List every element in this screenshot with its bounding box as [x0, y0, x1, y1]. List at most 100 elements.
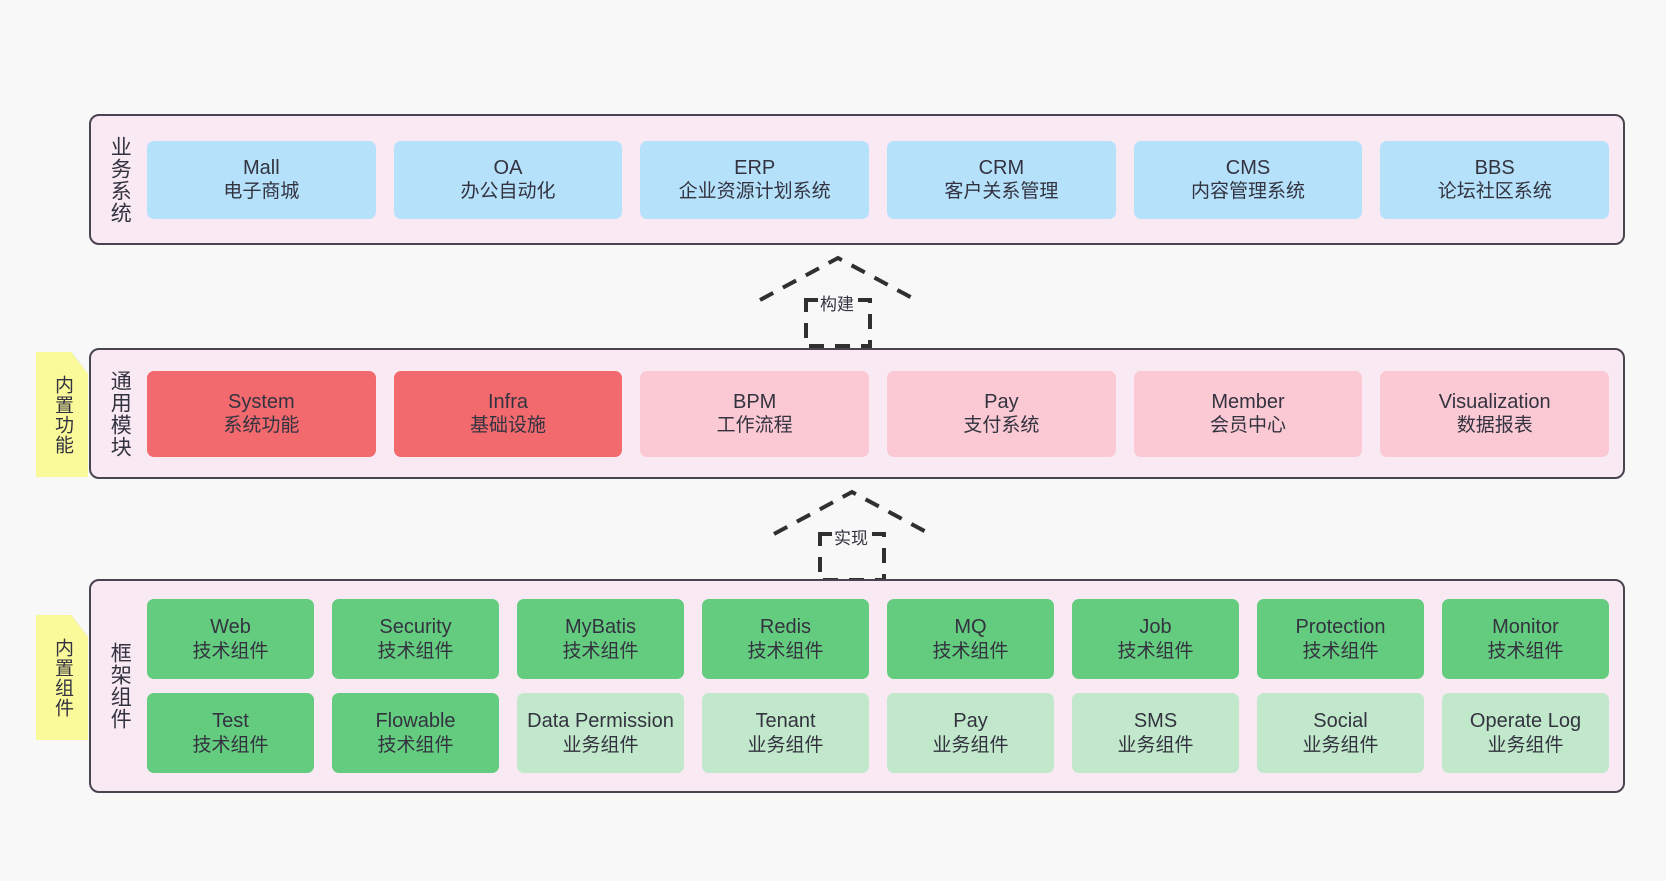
box-title-en: SMS — [1133, 710, 1178, 733]
box-protection[interactable]: Protection 技术组件 — [1257, 599, 1424, 679]
box-title-en: BBS — [1474, 156, 1515, 179]
box-title-en: CRM — [978, 156, 1025, 179]
box-member[interactable]: Member 会员中心 — [1133, 370, 1363, 457]
layer-common-modules: 通用模块 System 系统功能 Infra 基础设施 BPM 工作流程 Pay… — [89, 348, 1625, 479]
layer-framework-components: 框架组件 Web 技术组件 Security 技术组件 MyBatis 技术组件… — [89, 579, 1625, 793]
box-web[interactable]: Web 技术组件 — [147, 599, 314, 679]
box-title-cn: 技术组件 — [747, 640, 824, 662]
box-title-cn: 技术组件 — [192, 640, 269, 662]
box-row: Mall 电子商城 OA 办公自动化 ERP 企业资源计划系统 CRM 客户关系… — [147, 140, 1610, 219]
box-title-cn: 内容管理系统 — [1191, 181, 1306, 203]
layer-title-framework: 框架组件 — [108, 642, 132, 730]
box-title-cn: 客户关系管理 — [944, 181, 1059, 203]
box-visualization[interactable]: Visualization 数据报表 — [1380, 370, 1610, 457]
box-cms[interactable]: CMS 内容管理系统 — [1133, 140, 1363, 219]
box-infra[interactable]: Infra 基础设施 — [393, 370, 623, 457]
box-title-cn: 业务组件 — [1117, 734, 1194, 756]
box-operate-log[interactable]: Operate Log 业务组件 — [1442, 693, 1609, 773]
box-title-cn: 论坛社区系统 — [1437, 181, 1552, 203]
connector-label-build: 构建 — [818, 290, 856, 315]
box-title-cn: 支付系统 — [963, 415, 1040, 437]
box-title-en: MyBatis — [564, 616, 637, 639]
box-security[interactable]: Security 技术组件 — [332, 599, 499, 679]
box-title-en: OA — [493, 156, 523, 179]
layer-title-business: 业务系统 — [108, 135, 132, 224]
box-title-cn: 业务组件 — [562, 734, 639, 756]
box-row: Test 技术组件 Flowable 技术组件 Data Permission … — [147, 693, 1609, 773]
layer-body-business: Mall 电子商城 OA 办公自动化 ERP 企业资源计划系统 CRM 客户关系… — [147, 116, 1623, 243]
box-title-cn: 技术组件 — [1117, 640, 1194, 662]
box-title-cn: 工作流程 — [716, 415, 793, 437]
folded-corner-icon — [71, 352, 88, 374]
box-title-en: Data Permission — [527, 710, 674, 733]
box-title-cn: 技术组件 — [377, 734, 454, 756]
box-system[interactable]: System 系统功能 — [147, 370, 376, 457]
layer-body-common: System 系统功能 Infra 基础设施 BPM 工作流程 Pay 支付系统… — [147, 350, 1623, 477]
box-job[interactable]: Job 技术组件 — [1072, 599, 1239, 679]
box-title-en: Pay — [953, 710, 988, 733]
box-title-cn: 技术组件 — [562, 640, 639, 662]
box-title-cn: 业务组件 — [1302, 734, 1379, 756]
box-erp[interactable]: ERP 企业资源计划系统 — [640, 140, 870, 219]
box-title-en: Web — [210, 616, 251, 639]
note-builtin-components: 内置组件 — [36, 615, 88, 740]
layer-business-systems: 业务系统 Mall 电子商城 OA 办公自动化 ERP 企业资源计划系统 CRM… — [89, 114, 1625, 245]
box-title-en: Security — [379, 616, 452, 639]
box-title-cn: 电子商城 — [223, 181, 300, 203]
box-data-permission[interactable]: Data Permission 业务组件 — [517, 693, 684, 773]
box-title-en: Test — [212, 710, 249, 733]
box-title-cn: 会员中心 — [1210, 415, 1287, 437]
box-title-en: Member — [1211, 390, 1285, 413]
box-title-en: Protection — [1295, 616, 1386, 639]
box-bbs[interactable]: BBS 论坛社区系统 — [1380, 140, 1610, 219]
box-mybatis[interactable]: MyBatis 技术组件 — [517, 599, 684, 679]
box-title-cn: 技术组件 — [377, 640, 454, 662]
box-title-cn: 技术组件 — [192, 734, 269, 756]
box-flowable[interactable]: Flowable 技术组件 — [332, 693, 499, 773]
box-title-cn: 业务组件 — [747, 734, 824, 756]
box-title-cn: 业务组件 — [1487, 734, 1564, 756]
box-title-en: Pay — [984, 390, 1019, 413]
box-title-en: Mall — [243, 156, 280, 179]
box-title-en: Operate Log — [1469, 710, 1582, 733]
box-title-en: Social — [1313, 710, 1368, 733]
box-social[interactable]: Social 业务组件 — [1257, 693, 1424, 773]
box-title-cn: 技术组件 — [932, 640, 1009, 662]
box-row: Web 技术组件 Security 技术组件 MyBatis 技术组件 Redi… — [147, 599, 1609, 679]
layer-title-common: 通用模块 — [108, 369, 132, 458]
box-title-cn: 数据报表 — [1456, 415, 1533, 437]
connector-label-implement: 实现 — [832, 524, 870, 549]
box-pay[interactable]: Pay 支付系统 — [887, 370, 1116, 457]
box-title-en: Monitor — [1492, 616, 1559, 639]
box-crm[interactable]: CRM 客户关系管理 — [887, 140, 1116, 219]
box-title-cn: 办公自动化 — [460, 181, 556, 203]
generalization-arrow-icon — [759, 255, 917, 348]
layer-body-framework: Web 技术组件 Security 技术组件 MyBatis 技术组件 Redi… — [147, 581, 1623, 791]
note-label: 内置功能 — [52, 374, 74, 455]
box-title-cn: 企业资源计划系统 — [678, 181, 831, 203]
folded-corner-icon — [71, 615, 88, 637]
connector-build: 构建 — [748, 250, 928, 348]
box-title-cn: 系统功能 — [223, 415, 300, 437]
box-monitor[interactable]: Monitor 技术组件 — [1442, 599, 1609, 679]
box-title-en: Flowable — [375, 710, 456, 733]
box-sms[interactable]: SMS 业务组件 — [1072, 693, 1239, 773]
box-tenant[interactable]: Tenant 业务组件 — [702, 693, 869, 773]
box-title-en: BPM — [733, 390, 777, 413]
box-title-en: Visualization — [1438, 390, 1551, 413]
box-bpm[interactable]: BPM 工作流程 — [640, 370, 870, 457]
box-title-en: System — [227, 390, 295, 413]
connector-implement: 实现 — [762, 484, 942, 582]
box-title-en: Redis — [759, 616, 812, 639]
box-title-cn: 基础设施 — [470, 415, 547, 437]
note-builtin-features: 内置功能 — [36, 352, 88, 477]
box-pay-business[interactable]: Pay 业务组件 — [887, 693, 1054, 773]
note-label: 内置组件 — [52, 637, 74, 718]
box-oa[interactable]: OA 办公自动化 — [393, 140, 623, 219]
box-mq[interactable]: MQ 技术组件 — [887, 599, 1054, 679]
box-mall[interactable]: Mall 电子商城 — [147, 140, 376, 219]
box-redis[interactable]: Redis 技术组件 — [702, 599, 869, 679]
box-test[interactable]: Test 技术组件 — [147, 693, 314, 773]
box-title-en: Job — [1139, 616, 1172, 639]
box-title-cn: 业务组件 — [932, 734, 1009, 756]
